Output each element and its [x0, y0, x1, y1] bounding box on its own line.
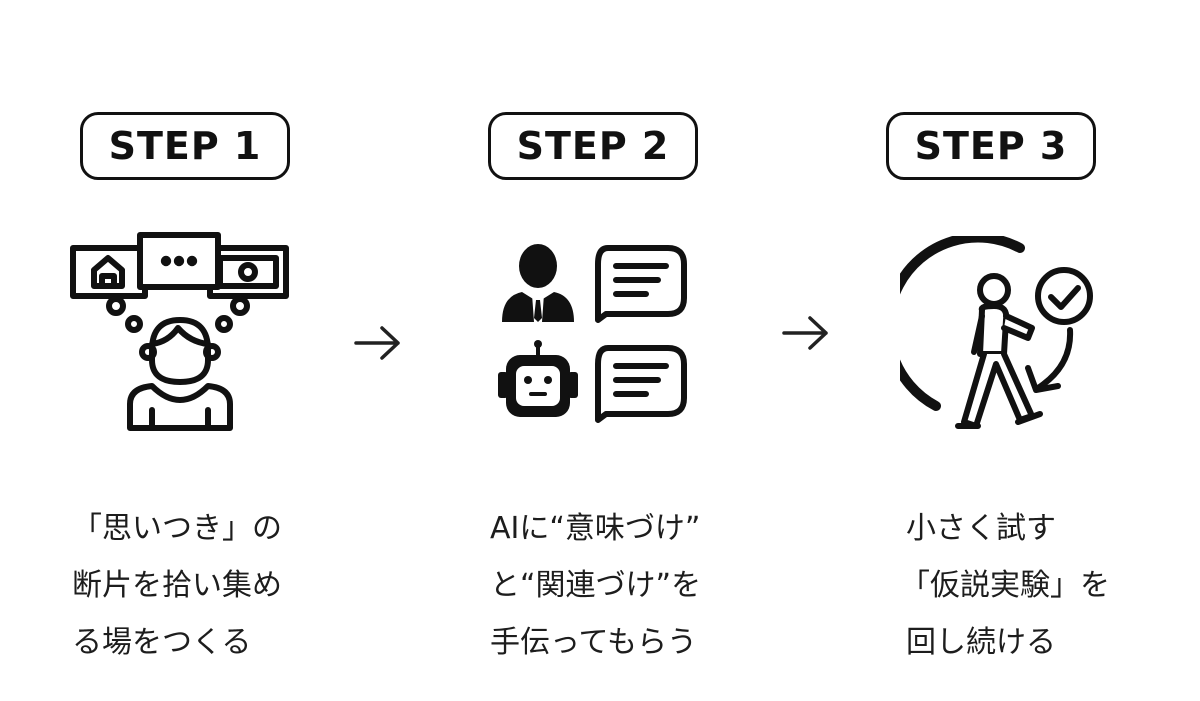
step-3-description: 小さく試す 「仮説実験」を 回し続ける	[900, 500, 1130, 671]
step-3-line-3: 回し続ける	[906, 625, 1056, 660]
step-1: STEP 1	[0, 0, 380, 701]
step-2-line-1: AIに“意味づけ”	[490, 511, 701, 546]
arrow-right-icon	[780, 313, 832, 353]
step-3-badge: STEP 3	[886, 112, 1096, 180]
step-3-line-2: 「仮説実験」を	[900, 568, 1110, 603]
step-2-description: AIに“意味づけ” と“関連づけ”を 手伝ってもらう	[490, 500, 701, 671]
person-thinking-icon	[70, 228, 290, 433]
step-1-line-1: 「思いつき」の	[72, 511, 282, 546]
step-1-line-2: 断片を拾い集め	[72, 568, 282, 603]
step-2-line-2: と“関連づけ”を	[490, 568, 702, 603]
step-1-badge: STEP 1	[80, 112, 290, 180]
step-3-line-1: 小さく試す	[906, 511, 1056, 546]
walking-cycle-check-icon	[900, 236, 1100, 441]
step-2-badge: STEP 2	[488, 112, 698, 180]
step-2: STEP 2	[0, 0, 701, 701]
step-1-line-3: る場をつくる	[72, 625, 252, 660]
human-and-ai-chat-icon	[498, 240, 693, 425]
step-3: STEP 3 小さく試す 「仮説実験」を 回し続ける	[0, 0, 1110, 701]
step-2-line-3: 手伝ってもらう	[490, 625, 697, 660]
arrow-right-icon	[352, 323, 404, 363]
step-1-description: 「思いつき」の 断片を拾い集め る場をつくる	[72, 500, 282, 671]
